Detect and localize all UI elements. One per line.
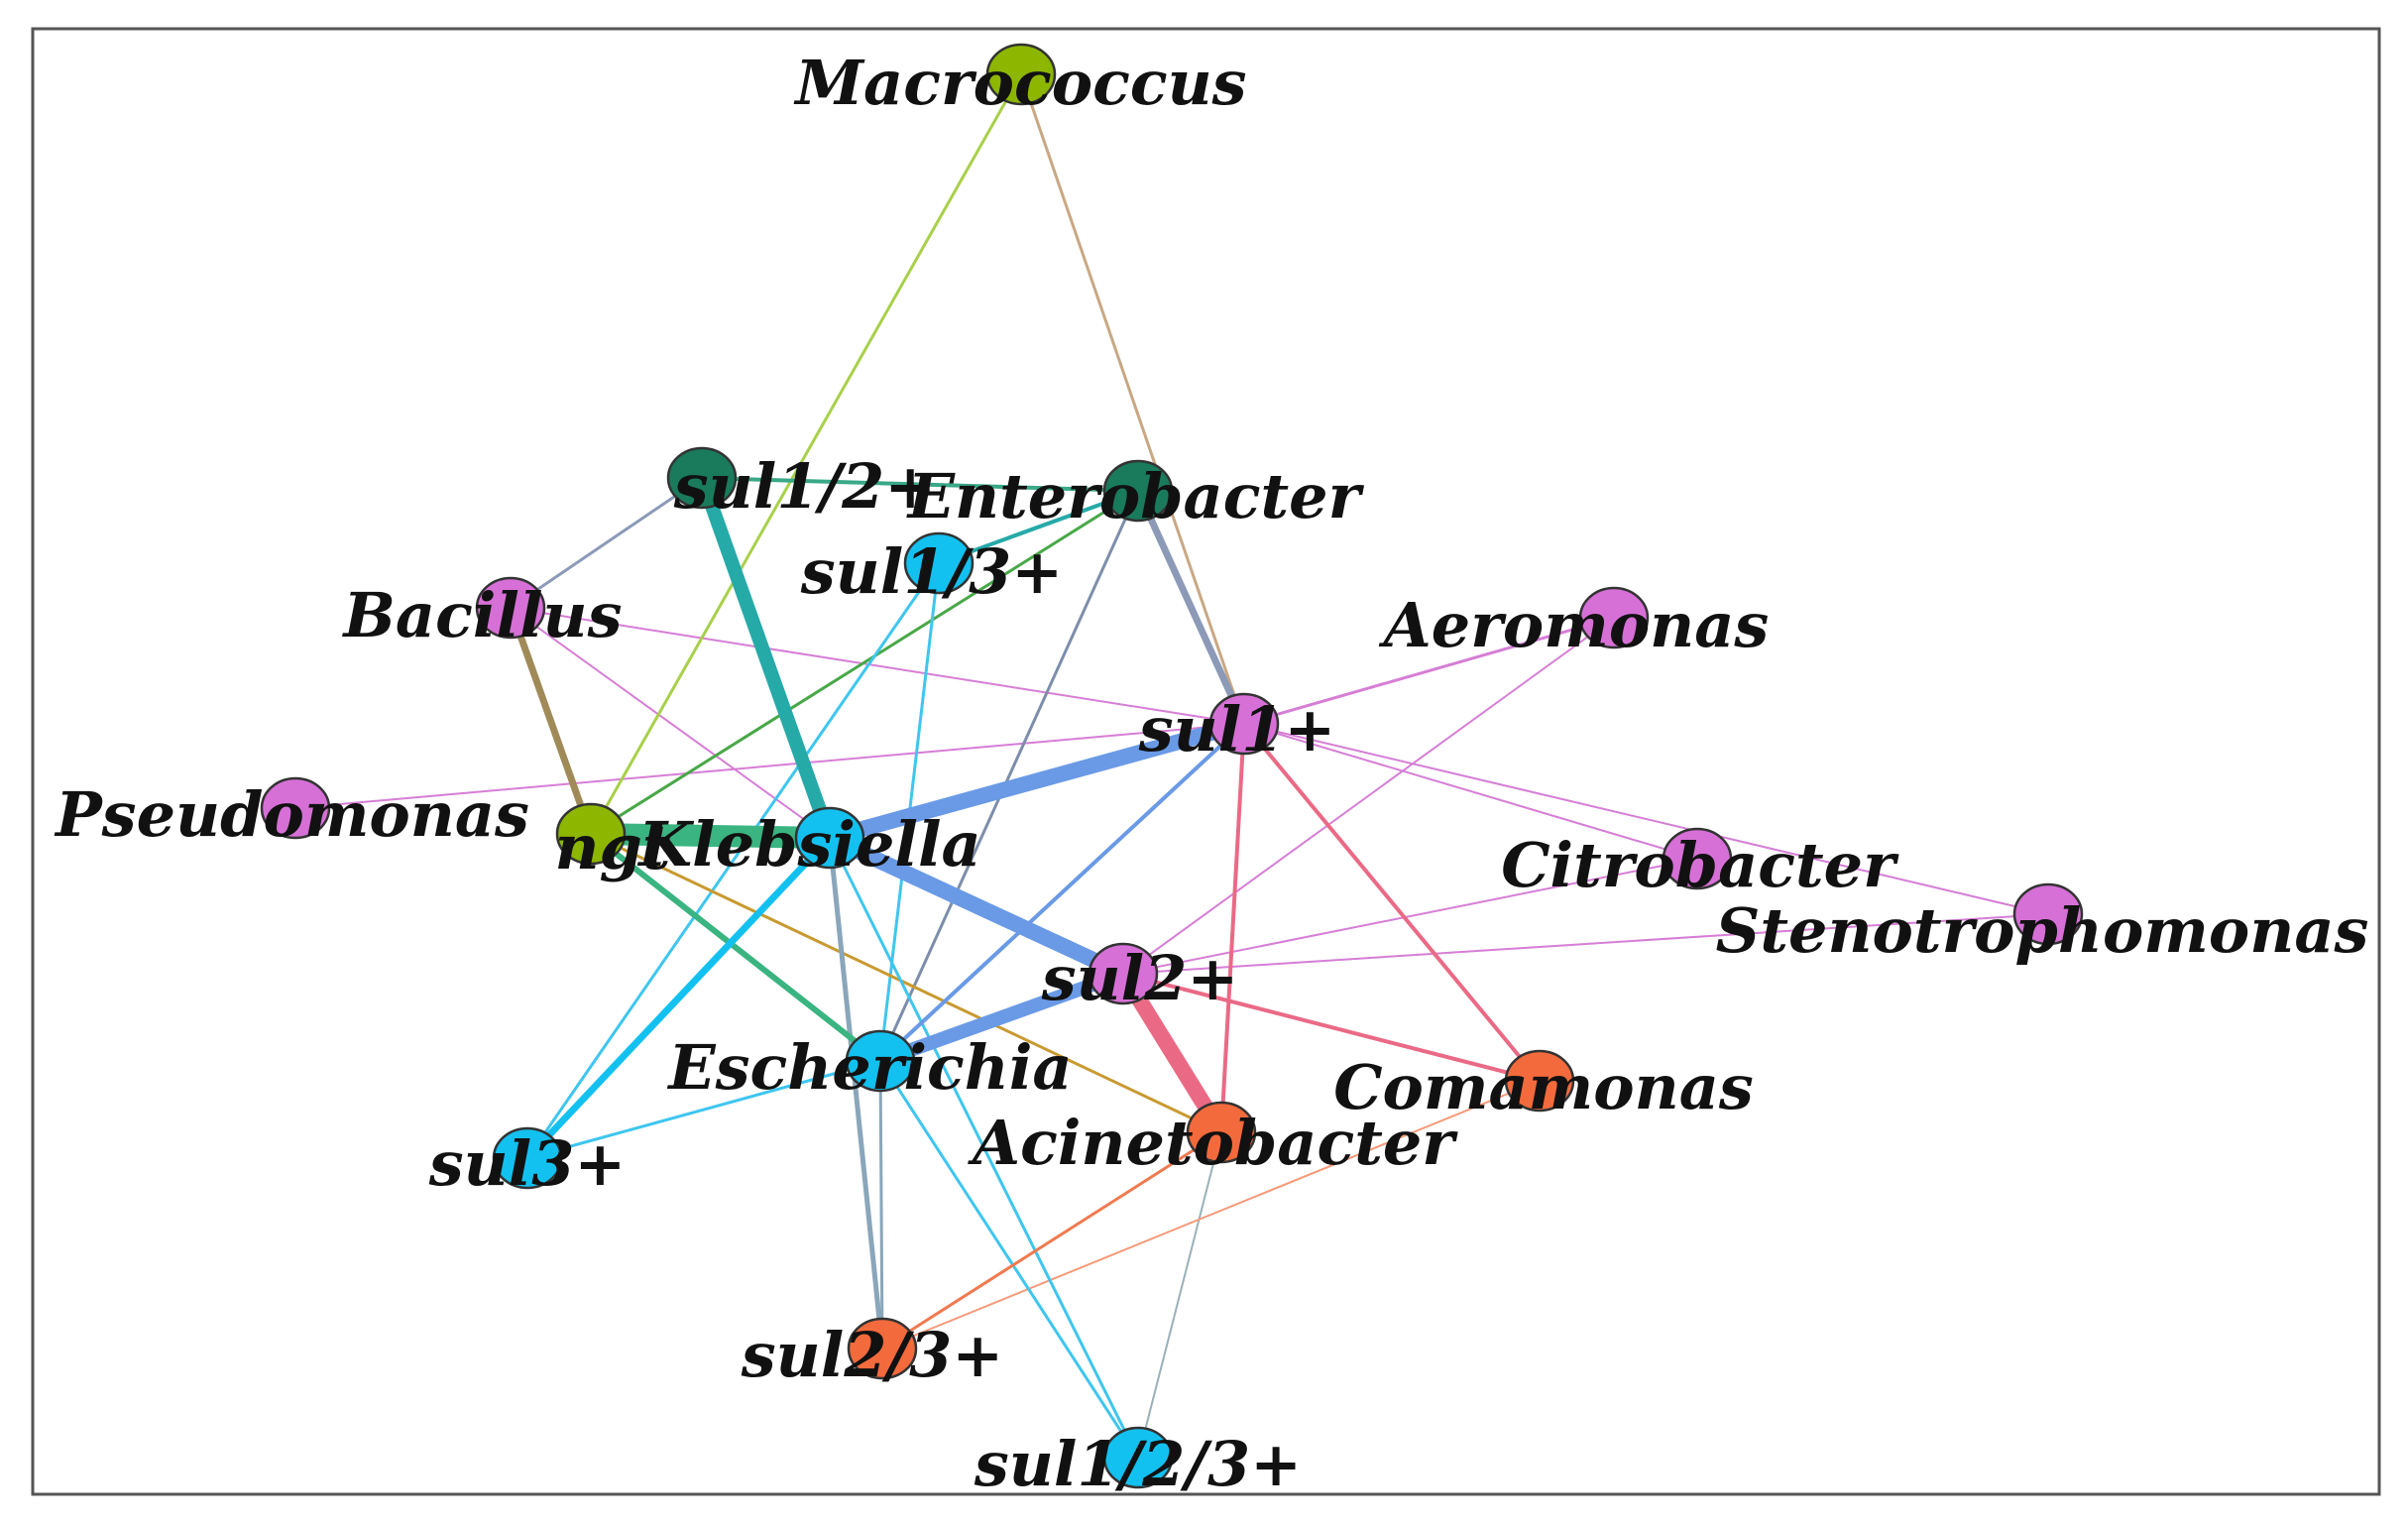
node-sul3: [492, 1126, 563, 1190]
edge-bacillus-ngt: [507, 604, 595, 838]
label-escherichia: Escherichia: [666, 1031, 1072, 1104]
edge-sul1-acinetobacter: [1219, 722, 1246, 1134]
label-macrococcus: Macrococcus: [793, 47, 1246, 119]
label-bacillus: Bacillus: [342, 579, 623, 651]
edge-sul2-escherichia: [873, 967, 1130, 1068]
node-pseudomonas: [260, 776, 331, 840]
node-macrococcus: [985, 43, 1057, 106]
label-stenotrophomonas: Stenotrophomonas: [1716, 894, 2369, 967]
node-layer: [260, 43, 2084, 1489]
node-sul123: [1102, 1426, 1174, 1489]
label-sul123: sul1/2/3+: [974, 1428, 1302, 1500]
edge-aeromonas-sul2: [1122, 617, 1615, 975]
node-enterobacter: [1102, 459, 1174, 523]
label-sul13: sul1/3+: [800, 535, 1063, 608]
node-ngt: [555, 802, 627, 866]
edge-sul12-bacillus: [509, 476, 704, 610]
label-sul12: sul1/2+: [673, 450, 936, 523]
node-sul1: [1208, 692, 1280, 756]
label-sul1: sul1+: [1138, 693, 1336, 765]
edge-bacillus-sul1: [510, 607, 1245, 725]
edge-klebsiella-sul123: [828, 836, 1140, 1460]
edge-stenotrophomonas-sul2: [1122, 913, 2049, 975]
label-klebsiella: Klebsiella: [636, 808, 980, 880]
edge-escherichia-sul123: [878, 1059, 1140, 1460]
edge-klebsiella-sul2: [822, 830, 1131, 982]
node-stenotrophomonas: [2012, 882, 2084, 946]
edge-sul1-citrobacter: [1243, 723, 1698, 860]
edge-ngt-escherichia: [588, 831, 883, 1064]
edge-enterobacter-sul13: [937, 489, 1140, 565]
edge-sul1-escherichia: [878, 722, 1246, 1063]
label-sul3: sul3+: [428, 1127, 627, 1200]
edge-enterobacter-escherichia: [878, 489, 1140, 1063]
label-comamonas: Comamonas: [1333, 1051, 1754, 1123]
edge-sul2-comamonas: [1121, 972, 1542, 1083]
label-enterobacter: Enterobacter: [906, 460, 1365, 532]
edge-klebsiella-sul3: [523, 834, 834, 1162]
edge-sul1-klebsiella: [822, 716, 1252, 846]
label-ngt: ngt: [554, 811, 670, 883]
edge-sul1-stenotrophomonas: [1243, 723, 2049, 915]
node-comamonas: [1504, 1049, 1575, 1113]
node-escherichia: [845, 1029, 916, 1093]
label-citrobacter: Citrobacter: [1501, 829, 1899, 901]
node-sul12: [666, 446, 738, 510]
edge-citrobacter-sul2: [1122, 858, 1698, 975]
edge-klebsiella-sul23: [827, 835, 885, 1351]
label-sul2: sul2+: [1041, 942, 1239, 1014]
label-acinetobacter: Acinetobacter: [968, 1107, 1458, 1179]
node-sul2: [1088, 942, 1159, 1005]
edge-enterobacter-ngt: [589, 489, 1140, 836]
node-klebsiella: [794, 806, 865, 870]
edge-escherichia-sul3: [525, 1059, 882, 1160]
edge-comamonas-sul23: [881, 1080, 1541, 1350]
label-sul23: sul2/3+: [741, 1319, 1003, 1391]
label-aeromonas: Aeromonas: [1379, 589, 1770, 661]
edge-layer: [294, 72, 2049, 1460]
edge-sul12-klebsiella: [695, 471, 837, 845]
edge-escherichia-sul23: [878, 1059, 884, 1350]
node-bacillus: [475, 576, 546, 640]
node-sul23: [847, 1317, 918, 1380]
edge-ngt-klebsiella: [580, 823, 841, 849]
edge-aeromonas-sul1: [1242, 616, 1616, 726]
edge-ngt-acinetobacter: [589, 832, 1223, 1134]
edge-acinetobacter-sul23: [880, 1130, 1223, 1350]
edge-enterobacter-sul1: [1134, 487, 1248, 728]
edge-sul13-sul3: [525, 561, 941, 1160]
node-aeromonas: [1578, 586, 1650, 649]
node-sul13: [903, 531, 975, 595]
edge-sul1-comamonas: [1242, 722, 1542, 1083]
edge-sul12-enterobacter: [700, 476, 1140, 493]
edge-macrococcus-sul1: [1019, 72, 1246, 726]
edge-sul1-pseudomonas: [294, 723, 1245, 809]
node-acinetobacter: [1186, 1101, 1257, 1164]
edge-acinetobacter-sul123: [1137, 1131, 1222, 1459]
edge-macrococcus-ngt: [589, 72, 1023, 836]
node-citrobacter: [1662, 827, 1733, 890]
label-pseudomonas: Pseudomonas: [54, 778, 529, 851]
